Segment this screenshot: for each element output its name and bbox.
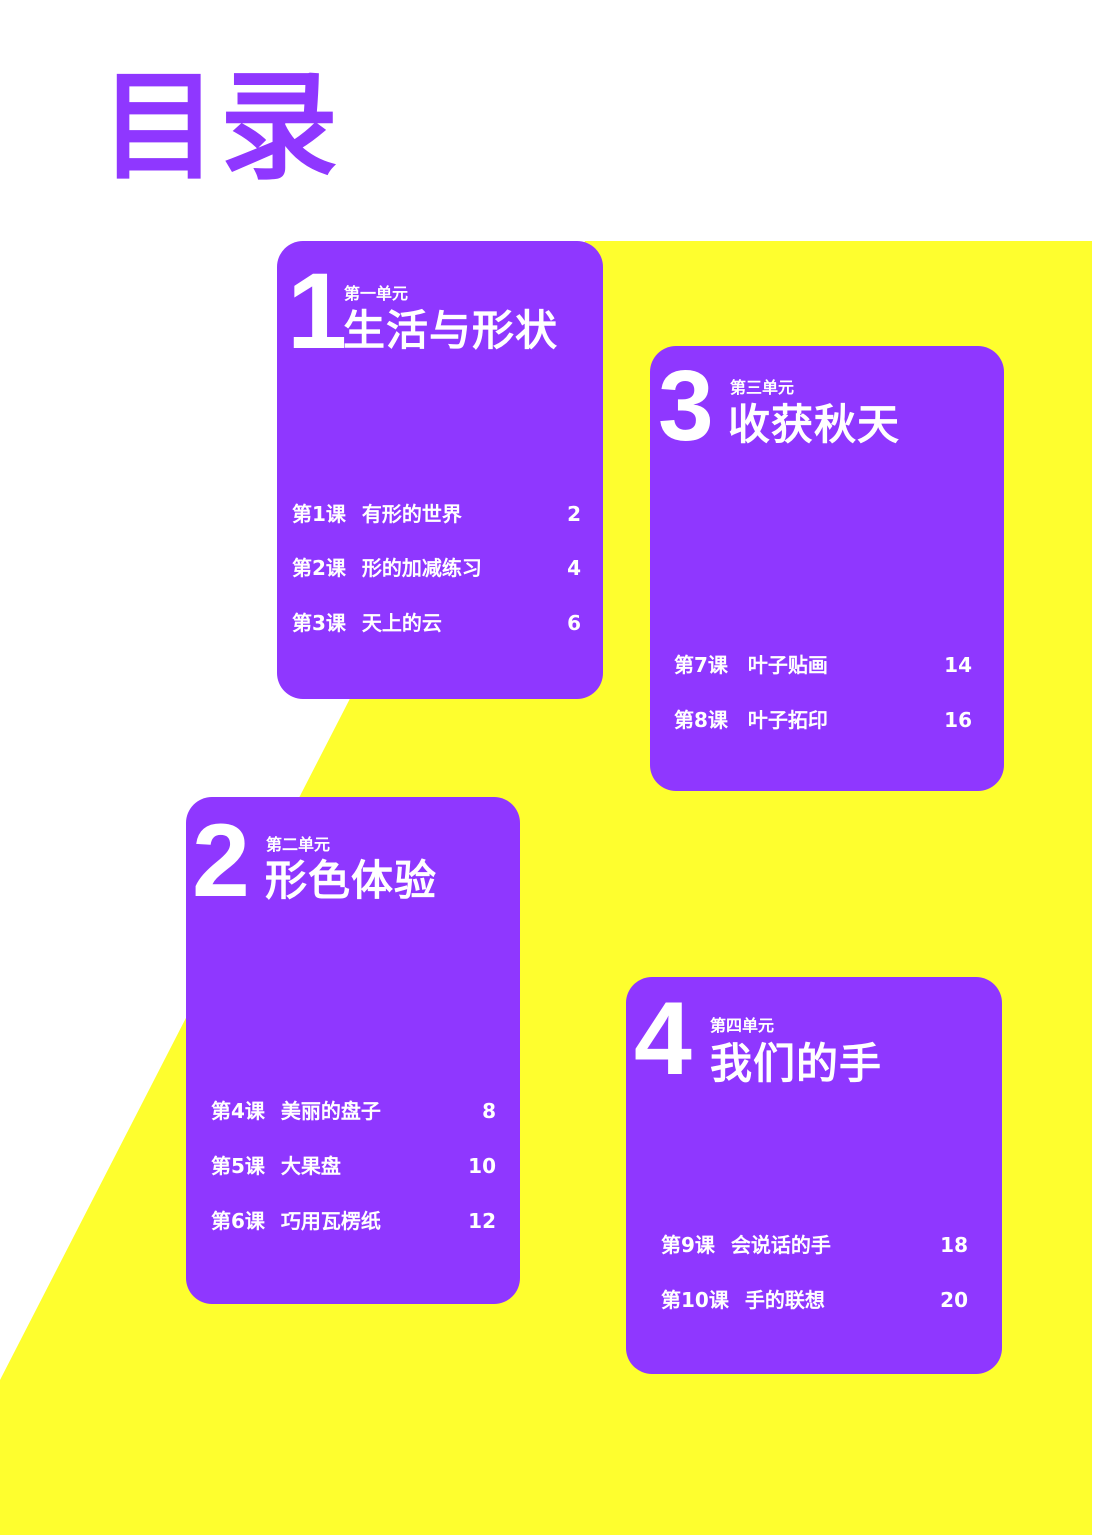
unit-title: 形色体验: [265, 856, 438, 905]
lesson-number: 第9课: [661, 1233, 715, 1257]
lesson-page: 18: [940, 1233, 968, 1257]
unit-card-4: 4 第四单元 我们的手 第9课 会说话的手 18 第10课 手的联想 20: [626, 977, 1002, 1374]
lesson-title: 大果盘: [280, 1154, 341, 1178]
unit-number: 1: [287, 250, 348, 371]
lesson-number: 第6课: [211, 1209, 265, 1233]
unit-label: 第三单元: [730, 378, 795, 397]
lesson-number: 第7课: [674, 653, 728, 677]
lesson-title: 叶子贴画: [747, 653, 828, 677]
lesson-number: 第8课: [674, 708, 728, 732]
lesson-title: 手的联想: [744, 1288, 825, 1312]
unit-card-1: 1 第一单元 生活与形状 第1课 有形的世界 2 第2课 形的加减练习 4 第3…: [277, 241, 603, 699]
lesson-page: 10: [468, 1154, 496, 1178]
lesson-item[interactable]: 第8课 叶子拓印 16: [674, 708, 972, 732]
lesson-page: 20: [940, 1288, 968, 1312]
lesson-number: 第5课: [211, 1154, 265, 1178]
lesson-number: 第1课: [292, 502, 346, 526]
unit-label: 第二单元: [266, 835, 331, 854]
lesson-number: 第3课: [292, 611, 346, 635]
lesson-page: 2: [567, 502, 581, 526]
unit-number: 2: [192, 803, 250, 919]
unit-card-2: 2 第二单元 形色体验 第4课 美丽的盘子 8 第5课 大果盘 10 第6课 巧…: [186, 797, 520, 1304]
lesson-item[interactable]: 第1课 有形的世界 2: [292, 502, 581, 526]
lesson-title: 巧用瓦楞纸: [280, 1209, 381, 1233]
lesson-number: 第10课: [661, 1288, 729, 1312]
lesson-item[interactable]: 第9课 会说话的手 18: [661, 1233, 968, 1257]
page-title: 目录: [100, 58, 341, 196]
unit-number: 4: [634, 981, 692, 1097]
lesson-number: 第4课: [211, 1099, 265, 1123]
lesson-item[interactable]: 第4课 美丽的盘子 8: [211, 1099, 496, 1123]
lesson-page: 14: [944, 653, 972, 677]
unit-title: 收获秋天: [728, 400, 901, 449]
lesson-title: 会说话的手: [730, 1233, 831, 1257]
lesson-title: 美丽的盘子: [280, 1099, 381, 1123]
lesson-title: 叶子拓印: [747, 708, 828, 732]
unit-title: 生活与形状: [343, 306, 559, 355]
unit-title: 我们的手: [710, 1039, 883, 1088]
lesson-page: 8: [482, 1099, 496, 1123]
unit-number: 3: [658, 350, 714, 462]
lesson-page: 6: [567, 611, 581, 635]
lesson-item[interactable]: 第5课 大果盘 10: [211, 1154, 496, 1178]
lesson-item[interactable]: 第10课 手的联想 20: [661, 1288, 968, 1312]
lesson-item[interactable]: 第2课 形的加减练习 4: [292, 556, 581, 580]
lesson-title: 天上的云: [361, 611, 442, 635]
lesson-item[interactable]: 第7课 叶子贴画 14: [674, 653, 972, 677]
unit-card-3: 3 第三单元 收获秋天 第7课 叶子贴画 14 第8课 叶子拓印 16: [650, 346, 1004, 791]
lesson-item[interactable]: 第6课 巧用瓦楞纸 12: [211, 1209, 496, 1233]
lesson-page: 4: [567, 556, 581, 580]
lesson-title: 有形的世界: [361, 502, 462, 526]
lesson-page: 16: [944, 708, 972, 732]
lesson-title: 形的加减练习: [361, 556, 482, 580]
unit-label: 第一单元: [344, 284, 409, 303]
unit-label: 第四单元: [710, 1016, 775, 1035]
lesson-number: 第2课: [292, 556, 346, 580]
lesson-page: 12: [468, 1209, 496, 1233]
lesson-item[interactable]: 第3课 天上的云 6: [292, 611, 581, 635]
